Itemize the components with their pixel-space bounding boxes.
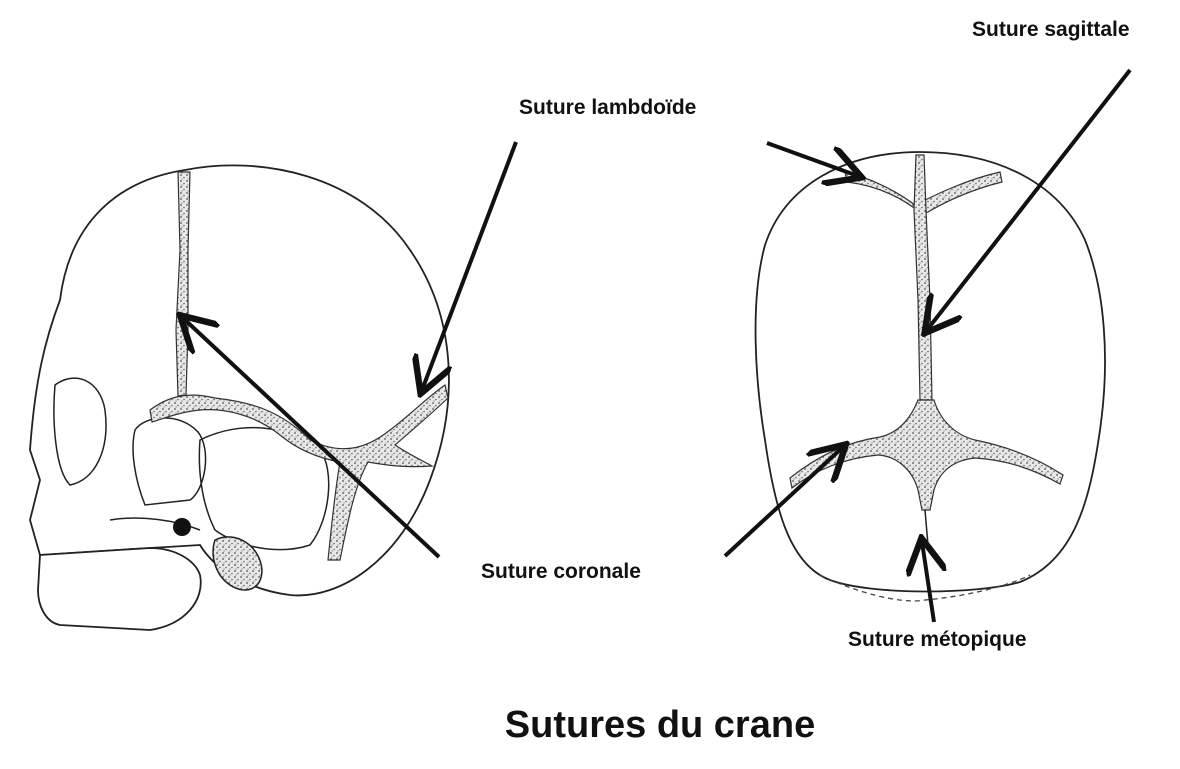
frontal-contour (819, 574, 1031, 602)
ear-canal (173, 518, 191, 536)
top-coronal-suture (789, 399, 1064, 511)
arrow-coronal-top (723, 447, 843, 558)
top-skull-view (754, 151, 1106, 602)
lateral-face-outline (37, 547, 202, 631)
lateral-skull-view (29, 164, 450, 631)
lateral-cranium-outline (29, 164, 450, 597)
figure-title: Sutures du crane (504, 704, 816, 746)
pointer-arrows (183, 68, 1132, 623)
label-coronal-suture: Suture coronale (481, 560, 641, 583)
label-lambdoid-suture: Suture lambdoïde (519, 96, 697, 119)
arrow-sagittal (927, 68, 1132, 330)
arrow-coronal-lateral (183, 318, 441, 559)
orbit (53, 377, 107, 486)
label-sagittal-suture: Suture sagittale (972, 18, 1130, 41)
arrow-lambdoid-lateral (422, 141, 518, 390)
arrow-lambdoid-top (766, 141, 858, 176)
mastoid (212, 536, 263, 591)
jaw-line (109, 517, 201, 531)
arrow-metopic (922, 542, 934, 623)
label-metopic-suture: Suture métopique (848, 628, 1027, 651)
lateral-lambdoid-suture (149, 384, 449, 561)
